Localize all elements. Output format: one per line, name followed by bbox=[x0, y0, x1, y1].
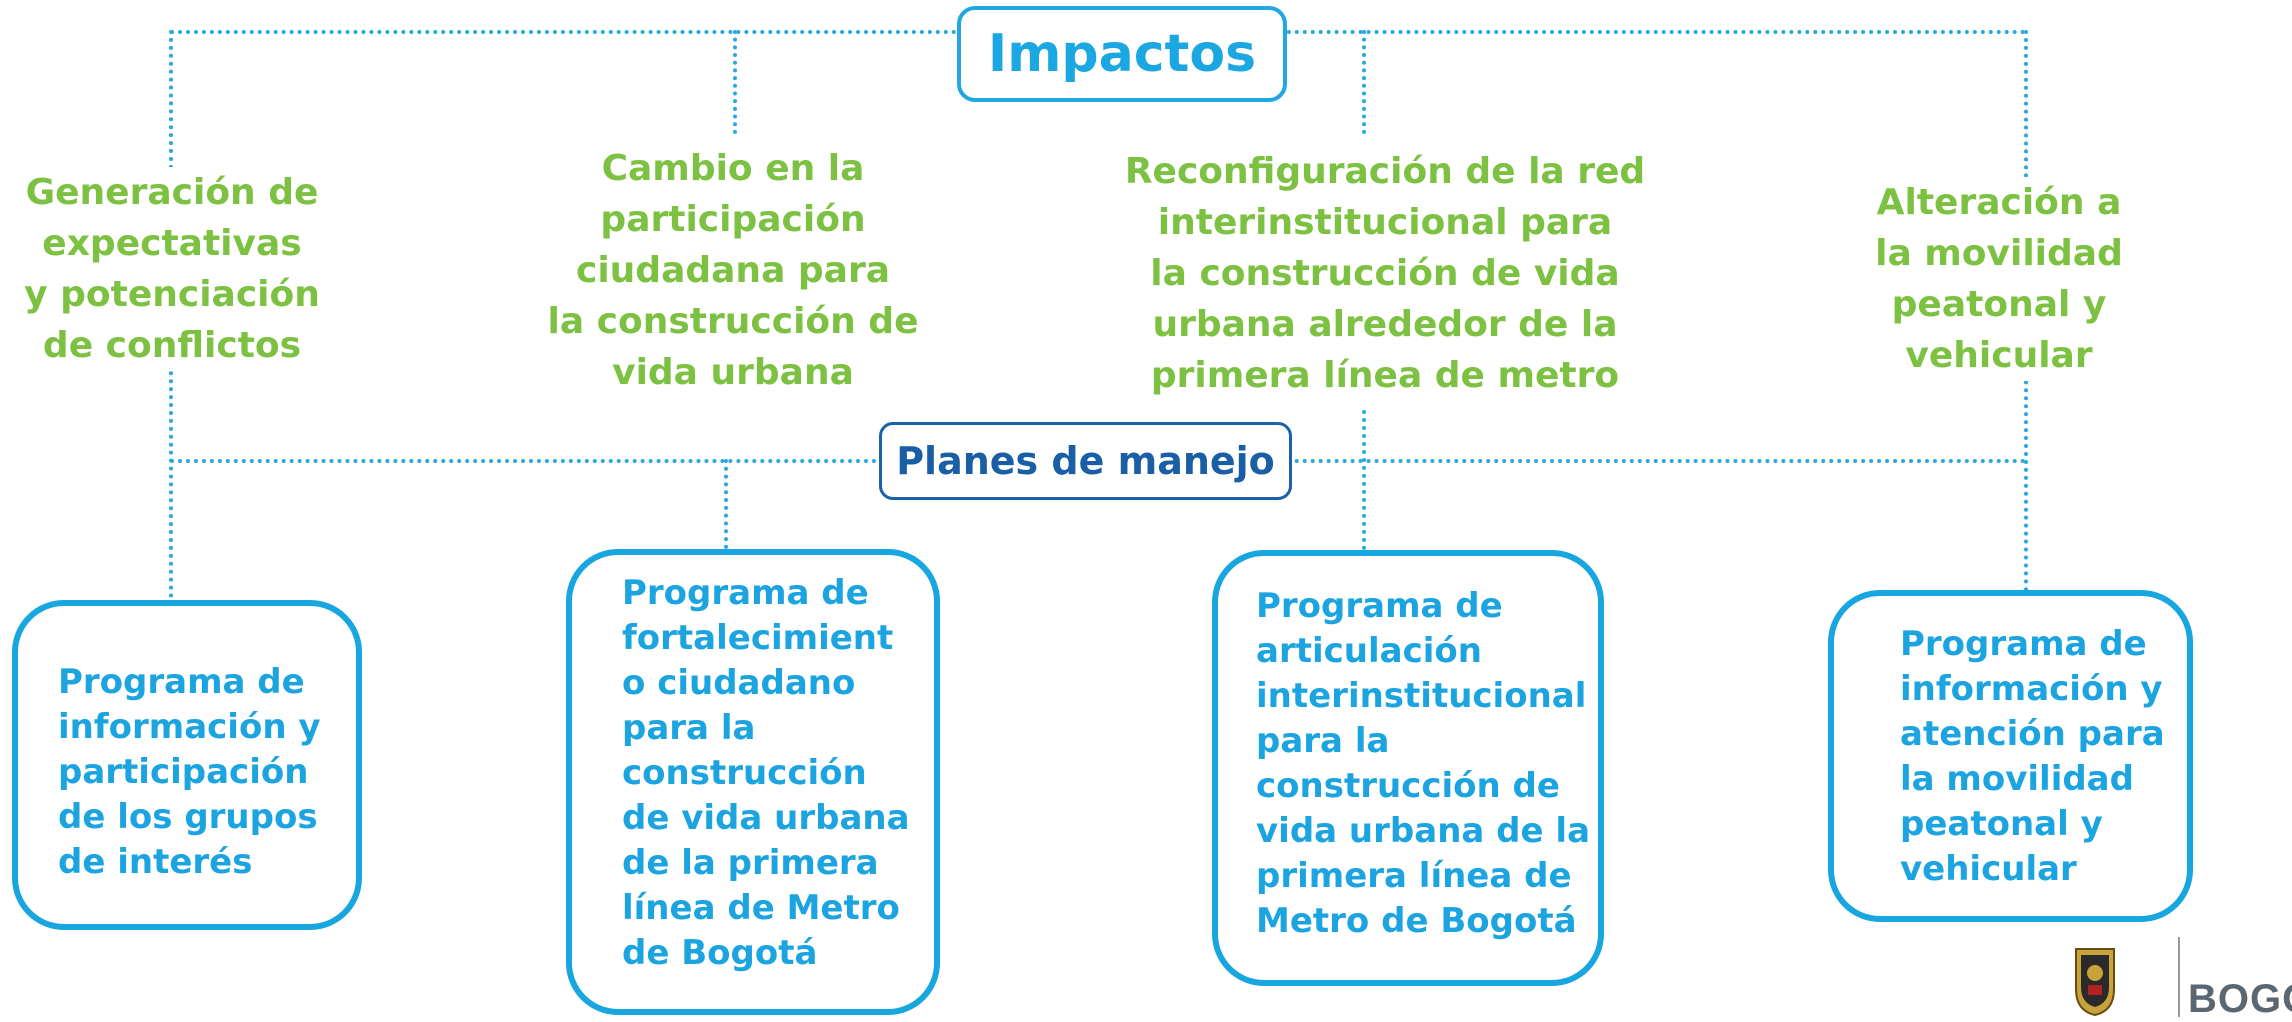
plan-fortalecimiento-ciudadano: Programa de fortalecimient o ciudadano p… bbox=[566, 549, 940, 1015]
plan-informacion-participacion: Programa de información y participación … bbox=[12, 600, 362, 930]
planes-de-manejo-header: Planes de manejo bbox=[879, 422, 1292, 500]
connector-mid-3 bbox=[1362, 410, 1366, 550]
connector-top-2 bbox=[733, 30, 737, 134]
impact-expectativas: Generación de expectativas y potenciació… bbox=[24, 167, 320, 371]
bogota-shield-icon bbox=[2075, 948, 2115, 1017]
connector-top-3 bbox=[1362, 30, 1366, 134]
impactos-header: Impactos bbox=[957, 6, 1287, 102]
bogota-logo: BOGOTÁ bbox=[2060, 935, 2292, 1021]
impact-red-interinstitucional: Reconfiguración de la red interinstituci… bbox=[1124, 146, 1646, 401]
logo-text: BOGOTÁ bbox=[2188, 977, 2292, 1021]
connector-mid-2 bbox=[724, 459, 728, 549]
impact-participacion: Cambio en la participación ciudadana par… bbox=[547, 143, 919, 398]
plan-articulacion-interinstitucional: Programa de articulación interinstitucio… bbox=[1212, 550, 1604, 986]
plan-movilidad: Programa de información y atención para … bbox=[1828, 590, 2193, 922]
impact-movilidad: Alteración a la movilidad peatonal y veh… bbox=[1852, 177, 2146, 381]
logo-separator bbox=[2178, 937, 2180, 1017]
